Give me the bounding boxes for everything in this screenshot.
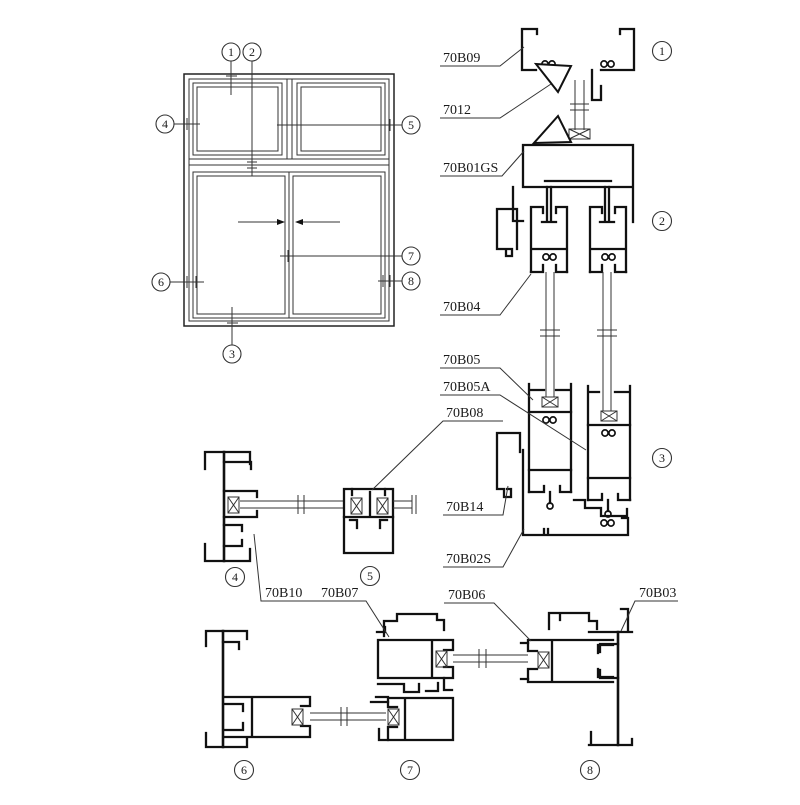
section-5-mullion-profile [342, 487, 417, 555]
glazing-gasket-7012-top [533, 62, 573, 94]
section-1-head-profile [520, 27, 636, 145]
part-labels: 70B09 7012 70B01GS 70B04 70B05 70B05A 70… [253, 46, 678, 642]
label-70B07: 70B07 [321, 586, 358, 601]
elevation-callouts: 1 2 3 4 5 6 7 8 [151, 42, 421, 364]
label-70B09: 70B09 [443, 51, 480, 66]
label-70B06: 70B06 [448, 588, 485, 603]
window-elevation: 1 2 3 4 5 6 7 8 [151, 42, 421, 364]
section-markers: 1 2 3 4 5 6 7 8 [224, 40, 673, 781]
section-3-sill-assembly [495, 382, 632, 537]
label-70B10: 70B10 [265, 586, 302, 601]
callout-8: 8 [408, 274, 414, 288]
callout-3: 3 [229, 347, 235, 361]
glazing-gasket-7012-bottom [531, 114, 573, 145]
cover-bracket-70B14 [495, 431, 522, 499]
section-marker-8: 8 [587, 763, 593, 777]
section-marker-7: 7 [407, 763, 413, 777]
callout-2: 2 [249, 45, 255, 59]
label-70B02S: 70B02S [446, 552, 491, 567]
section-marker-6: 6 [241, 763, 247, 777]
section-marker-3: 3 [659, 451, 665, 465]
label-70B14: 70B14 [446, 500, 483, 515]
section-marker-2: 2 [659, 214, 665, 228]
label-70B05: 70B05 [443, 353, 480, 368]
label-70B05A: 70B05A [443, 380, 491, 395]
label-70B04: 70B04 [443, 300, 480, 315]
section-4-jamb-profile [203, 450, 344, 563]
section-marker-5: 5 [367, 569, 373, 583]
section-6-jamb-profile [204, 629, 386, 749]
callout-6: 6 [158, 275, 164, 289]
sash-top-rail-left [529, 205, 569, 274]
section-8-jamb-assembly [519, 607, 634, 747]
section-7-meeting-stile [369, 612, 528, 742]
sash-top-rail-right [588, 205, 628, 274]
slide-direction-arrows [238, 219, 340, 225]
elevation-leader-lines [169, 61, 403, 345]
label-70B01GS: 70B01GS [443, 161, 498, 176]
section-2-transom-profile [495, 143, 635, 411]
callout-1: 1 [228, 45, 234, 59]
section-marker-1: 1 [659, 44, 665, 58]
callout-5: 5 [408, 118, 414, 132]
section-marker-4: 4 [232, 570, 238, 584]
frame-profile-70B03 [587, 607, 634, 747]
sill-frame-70B02S [521, 448, 630, 537]
label-70B03: 70B03 [639, 586, 676, 601]
sash-bottom-rail-left [527, 382, 573, 510]
callout-7: 7 [408, 249, 414, 263]
label-70B08: 70B08 [446, 406, 483, 421]
callout-4: 4 [162, 117, 168, 131]
sash-bottom-rail-right [586, 384, 632, 518]
side-cover-bracket [495, 207, 519, 258]
label-7012: 7012 [443, 103, 471, 118]
